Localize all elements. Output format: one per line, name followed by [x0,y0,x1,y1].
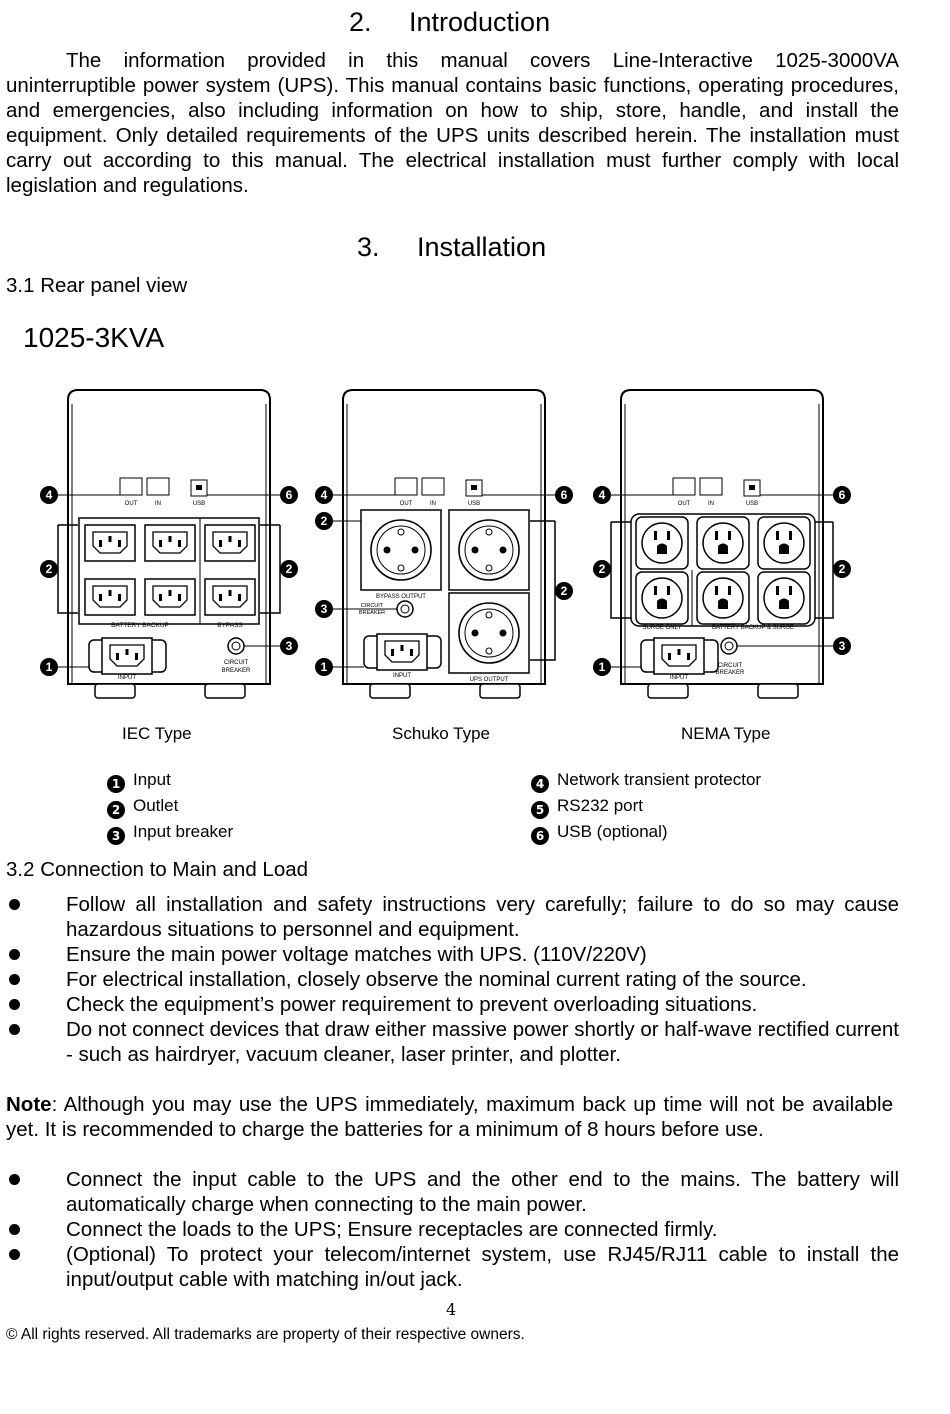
svg-text:BREAKER: BREAKER [359,610,385,616]
svg-text:CIRCUIT: CIRCUIT [224,660,249,666]
list-item: Ensure the main power voltage matches wi… [6,942,899,967]
rear-panel-diagram: OUT IN USB BATTERY BACKUP BYPASS INPUT C… [40,389,851,699]
svg-text:CIRCUIT: CIRCUIT [361,603,384,609]
connection-heading: 3.2 Connection to Main and Load [6,858,309,881]
svg-text:BREAKER: BREAKER [716,670,745,676]
svg-text:1: 1 [599,660,606,674]
list-item: Do not connect devices that draw either … [6,1017,899,1067]
svg-text:2: 2 [839,562,846,576]
intro-paragraph: The information provided in this manual … [6,48,899,198]
svg-text:BATTERY BACKUP & SURGE: BATTERY BACKUP & SURGE [712,625,794,631]
svg-text:IN: IN [430,501,436,507]
caption-schuko: Schuko Type [392,724,490,743]
svg-text:USB: USB [468,501,480,507]
svg-text:INPUT: INPUT [393,673,411,679]
svg-text:BREAKER: BREAKER [222,668,251,674]
list-item: Connect the loads to the UPS; Ensure rec… [6,1217,899,1242]
svg-text:OUT: OUT [678,501,691,507]
footer-text: © All rights reserved. All trademarks ar… [6,1326,525,1343]
rear-panel-heading: 3.1 Rear panel view [6,274,188,297]
install-number: 3. [357,232,380,262]
caption-iec: IEC Type [122,724,192,743]
schuko-unit: OUT IN USB BYPASS OUTPUT UPS OUTPUT CIRC… [315,389,573,699]
model-label: 1025-3KVA [23,322,165,353]
caption-nema: NEMA Type [681,724,771,743]
note-label: Note [6,1093,52,1116]
svg-text:1: 1 [46,660,53,674]
list-item: Connect the input cable to the UPS and t… [6,1167,899,1217]
svg-text:BYPASS OUTPUT: BYPASS OUTPUT [376,594,426,600]
intro-title: Introduction [409,7,551,37]
svg-text:BYPASS: BYPASS [217,622,243,629]
list-item: Check the equipment’s power requirement … [6,992,899,1017]
iec-unit: OUT IN USB BATTERY BACKUP BYPASS INPUT C… [40,389,298,699]
connection-bullets-2: Connect the input cable to the UPS and t… [6,1167,899,1292]
list-item: (Optional) To protect your telecom/inter… [6,1242,899,1292]
nema-unit: OUT IN USB SURGE ONLY BATTERY BACKUP & S… [593,389,851,699]
svg-text:1: 1 [321,660,328,674]
svg-text:USB: USB [746,501,758,507]
svg-text:USB: USB [193,501,205,507]
note-text: : Although you may use the UPS immediate… [6,1093,893,1141]
list-item: Follow all installation and safety instr… [6,892,899,942]
svg-text:2: 2 [46,562,53,576]
note-paragraph: Note: Although you may use the UPS immed… [6,1092,893,1142]
intro-heading: 2. Introduction [349,7,550,38]
svg-text:OUT: OUT [400,501,413,507]
svg-text:2: 2 [561,584,568,598]
svg-text:SURGE ONLY: SURGE ONLY [643,625,682,631]
svg-text:CIRCUIT: CIRCUIT [718,663,743,669]
svg-text:INPUT: INPUT [118,675,136,681]
svg-text:4: 4 [46,488,53,502]
connection-bullets-1: Follow all installation and safety instr… [6,892,899,1067]
page-number: 4 [446,1300,457,1319]
svg-text:4: 4 [599,488,606,502]
svg-text:4: 4 [321,488,328,502]
install-heading: 3. Installation [357,232,546,263]
svg-text:3: 3 [839,639,846,653]
svg-text:6: 6 [839,488,846,502]
svg-text:3: 3 [321,602,328,616]
install-title: Installation [417,232,547,262]
svg-text:3: 3 [286,639,293,653]
svg-text:2: 2 [599,562,606,576]
svg-text:IN: IN [708,501,714,507]
svg-text:INPUT: INPUT [670,675,688,681]
svg-text:OUT: OUT [125,501,138,507]
intro-text: The information provided in this manual … [6,49,899,197]
svg-text:2: 2 [321,514,328,528]
svg-text:BATTERY BACKUP: BATTERY BACKUP [111,622,169,629]
list-item: For electrical installation, closely obs… [6,967,899,992]
svg-text:UPS OUTPUT: UPS OUTPUT [470,677,509,683]
intro-number: 2. [349,7,372,37]
svg-text:IN: IN [155,501,161,507]
svg-text:6: 6 [286,488,293,502]
svg-text:2: 2 [286,562,293,576]
svg-text:6: 6 [561,488,568,502]
